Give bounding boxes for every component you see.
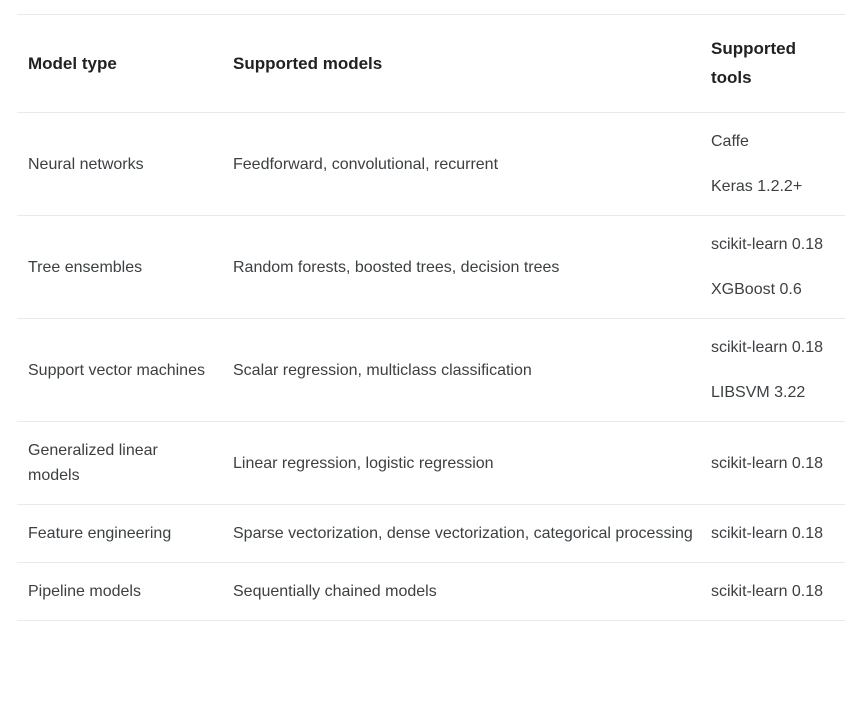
supported-tools-list: scikit-learn 0.18 LIBSVM 3.22 (711, 335, 845, 405)
cell-supported-tools: scikit-learn 0.18 (711, 504, 845, 563)
cell-supported-tools: scikit-learn 0.18 XGBoost 0.6 (711, 215, 845, 319)
model-type-text: Feature engineering (28, 525, 172, 542)
tool-item: scikit-learn 0.18 (711, 339, 824, 356)
cell-model-type: Feature engineering (17, 504, 222, 563)
table-row: Feature engineering Sparse vectorization… (17, 504, 845, 563)
supported-models-table: Model type Supported models Supported to… (17, 14, 845, 621)
cell-supported-tools: scikit-learn 0.18 LIBSVM 3.22 (711, 318, 845, 422)
supported-models-text: Scalar regression, multiclass classifica… (233, 361, 532, 379)
tool-item: Keras 1.2.2+ (711, 178, 803, 195)
supported-tools-list: scikit-learn 0.18 (711, 579, 845, 604)
cell-model-type: Tree ensembles (17, 215, 222, 319)
cell-supported-tools: scikit-learn 0.18 (711, 562, 845, 621)
model-type-text: Neural networks (28, 155, 144, 173)
column-header-supported-tools-label: Supported tools (711, 39, 796, 87)
tool-item: scikit-learn 0.18 (711, 236, 824, 253)
cell-model-type: Neural networks (17, 112, 222, 216)
supported-models-text: Random forests, boosted trees, decision … (233, 258, 560, 276)
tool-item: scikit-learn 0.18 (711, 583, 824, 600)
cell-supported-models: Sparse vectorization, dense vectorizatio… (222, 504, 711, 563)
supported-tools-list: scikit-learn 0.18 (711, 451, 845, 476)
column-header-supported-tools: Supported tools (711, 14, 845, 113)
column-header-model-type-label: Model type (28, 53, 117, 73)
model-type-text: Tree ensembles (28, 258, 143, 276)
table-row: Tree ensembles Random forests, boosted t… (17, 215, 845, 319)
column-header-supported-models-label: Supported models (233, 53, 383, 73)
cell-supported-models: Scalar regression, multiclass classifica… (222, 318, 711, 422)
cell-model-type: Generalized linear models (17, 421, 222, 505)
model-type-text: Pipeline models (28, 583, 141, 600)
support-table-container: Model type Supported models Supported to… (17, 14, 845, 621)
cell-model-type: Pipeline models (17, 562, 222, 621)
table-row: Support vector machines Scalar regressio… (17, 318, 845, 422)
column-header-model-type: Model type (17, 14, 222, 113)
cell-supported-models: Random forests, boosted trees, decision … (222, 215, 711, 319)
supported-models-text: Sequentially chained models (233, 583, 437, 600)
table-body: Neural networks Feedforward, convolution… (17, 112, 845, 621)
table-header: Model type Supported models Supported to… (17, 14, 845, 113)
tool-item: Caffe (711, 133, 749, 150)
cell-supported-tools: Caffe Keras 1.2.2+ (711, 112, 845, 216)
tool-item: scikit-learn 0.18 (711, 525, 824, 542)
model-type-text: Generalized linear models (28, 442, 158, 484)
table-header-row: Model type Supported models Supported to… (17, 14, 845, 113)
supported-tools-list: Caffe Keras 1.2.2+ (711, 129, 845, 199)
cell-model-type: Support vector machines (17, 318, 222, 422)
supported-models-text: Sparse vectorization, dense vectorizatio… (233, 525, 693, 542)
cell-supported-tools: scikit-learn 0.18 (711, 421, 845, 505)
column-header-supported-models: Supported models (222, 14, 711, 113)
cell-supported-models: Feedforward, convolutional, recurrent (222, 112, 711, 216)
table-row: Neural networks Feedforward, convolution… (17, 112, 845, 216)
tool-item: LIBSVM 3.22 (711, 384, 806, 401)
cell-supported-models: Linear regression, logistic regression (222, 421, 711, 505)
supported-tools-list: scikit-learn 0.18 XGBoost 0.6 (711, 232, 845, 302)
tool-item: scikit-learn 0.18 (711, 454, 824, 472)
table-row: Pipeline models Sequentially chained mod… (17, 562, 845, 621)
tool-item: XGBoost 0.6 (711, 281, 802, 298)
supported-models-text: Feedforward, convolutional, recurrent (233, 155, 499, 173)
model-type-text: Support vector machines (28, 361, 205, 379)
cell-supported-models: Sequentially chained models (222, 562, 711, 621)
table-row: Generalized linear models Linear regress… (17, 421, 845, 505)
supported-tools-list: scikit-learn 0.18 (711, 521, 845, 546)
supported-models-text: Linear regression, logistic regression (233, 454, 494, 472)
